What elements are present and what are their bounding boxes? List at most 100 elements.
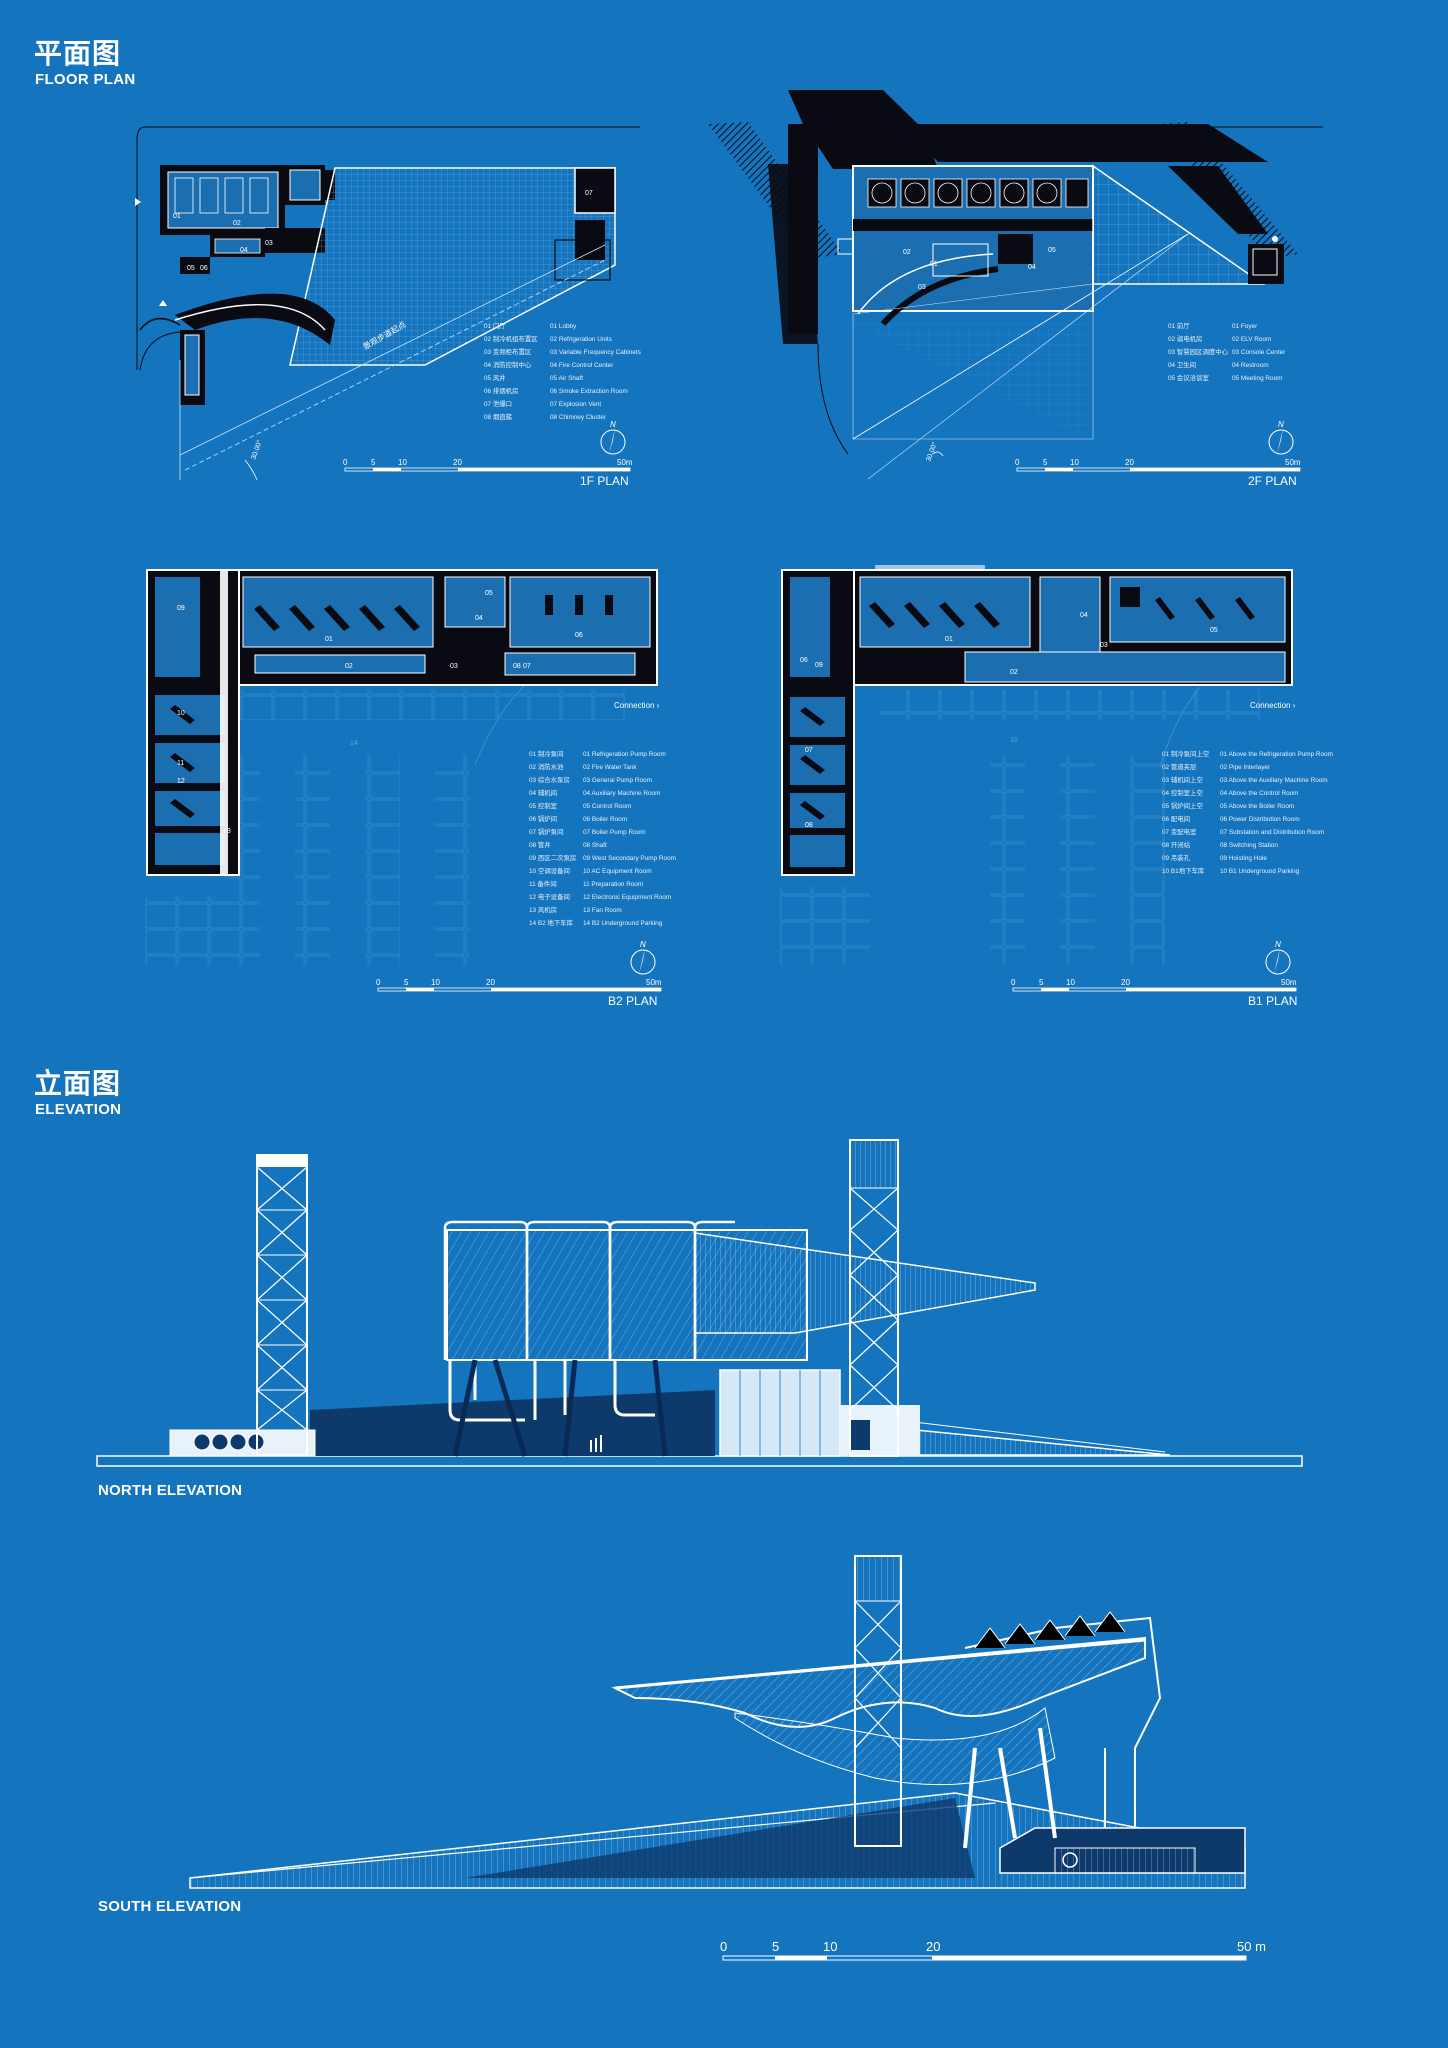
svg-text:11: 11 <box>177 760 184 767</box>
legend-item-en: 04 Auxiliary Machine Room <box>583 790 661 797</box>
legend-item-zh: 03 辅机间上空 <box>1162 777 1203 784</box>
legend-item-en: 01 Above the Refrigeration Pump Room <box>1220 751 1333 758</box>
svg-text:50 m: 50 m <box>1237 1939 1266 1954</box>
svg-text:10: 10 <box>823 1939 837 1954</box>
legend-item-zh: 03 综合水泵房 <box>529 777 570 784</box>
legend-item: 03 辅机间上空 03 Above the Auxiliary Machine R… <box>1162 774 1333 787</box>
scale-bar-b1: 0 5 10 20 50m <box>1011 978 1297 992</box>
legend-item-en: 07 Explosion Vent <box>550 401 602 408</box>
legend-item-en: 08 Shaft <box>583 842 607 849</box>
svg-text:12: 12 <box>177 778 185 785</box>
legend-item-en: 12 Electronic Equipment Room <box>583 894 672 901</box>
svg-text:20: 20 <box>1125 458 1134 467</box>
svg-text:04: 04 <box>1080 612 1088 619</box>
legend-item-zh: 01 制冷泵间上空 <box>1162 751 1210 758</box>
svg-text:5: 5 <box>1043 458 1048 467</box>
svg-text:0: 0 <box>343 458 348 467</box>
legend-item-zh: 08 烟囱簇 <box>484 414 513 421</box>
svg-text:04: 04 <box>475 615 483 622</box>
south-elevation-label: SOUTH ELEVATION <box>98 1898 242 1915</box>
plan-1f-title: 1F PLAN <box>580 474 629 488</box>
legend-item-zh: 09 西区二次泵房 <box>529 855 577 862</box>
svg-text:13: 13 <box>223 828 231 835</box>
legend-item-zh: 02 消防水池 <box>529 764 564 771</box>
legend-item-zh: 11 备件间 <box>529 881 557 888</box>
svg-text:10: 10 <box>1010 737 1018 744</box>
legend-item: 09 西区二次泵房 09 West Secondary Pump Room <box>529 852 676 865</box>
svg-text:50m: 50m <box>646 978 662 987</box>
legend-item-en: 05 Above the Boiler Room <box>1220 803 1295 810</box>
svg-text:01: 01 <box>930 261 938 268</box>
legend-item-en: 03 Console Center <box>1232 349 1286 356</box>
svg-text:03: 03 <box>1100 642 1108 649</box>
legend-item-en: 05 Control Room <box>583 803 632 810</box>
svg-text:02: 02 <box>233 220 241 227</box>
svg-text:05: 05 <box>485 590 493 597</box>
svg-text:08: 08 <box>513 663 521 670</box>
legend-item-en: 08 Chimney Cluster <box>550 414 607 421</box>
legend-item-en: 09 West Secondary Pump Room <box>583 855 676 862</box>
svg-text:10: 10 <box>398 458 407 467</box>
svg-text:04: 04 <box>1028 264 1036 271</box>
legend-item-en: 03 Above the Auxiliary Machine Room <box>1220 777 1328 784</box>
plan-b1-title: B1 PLAN <box>1248 994 1298 1008</box>
svg-text:50m: 50m <box>1285 458 1301 467</box>
svg-text:14: 14 <box>350 740 358 747</box>
svg-text:06: 06 <box>800 657 808 664</box>
legend-item-zh: 08 管井 <box>529 842 551 849</box>
svg-text:08: 08 <box>805 822 813 829</box>
north-elevation-label: NORTH ELEVATION <box>98 1482 243 1499</box>
legend-item-zh: 05 锅炉间上空 <box>1162 803 1203 810</box>
plan-b2-title: B2 PLAN <box>608 994 658 1008</box>
svg-text:5: 5 <box>404 978 409 987</box>
legend-item-en: 02 ELV Room <box>1232 336 1272 343</box>
legend-item-zh: 04 控制室上空 <box>1162 790 1203 797</box>
svg-text:20: 20 <box>926 1939 940 1954</box>
legend-item-en: 13 Fan Room <box>583 907 622 914</box>
legend-item: 08 管井 08 Shaft <box>529 839 676 852</box>
north-arrow-icon: N <box>1265 940 1291 975</box>
legend-item-zh: 12 电子设备间 <box>529 894 570 901</box>
legend-item-zh: 02 管道夹层 <box>1162 764 1197 771</box>
legend-item-en: 05 Air Shaft <box>550 375 584 382</box>
legend-item-zh: 09 吊装孔 <box>1162 855 1191 862</box>
svg-text:50m: 50m <box>1281 978 1297 987</box>
legend-item-zh: 03 变频柜布置区 <box>484 349 532 356</box>
legend-item-zh: 08 开闭站 <box>1162 842 1191 849</box>
svg-text:10: 10 <box>177 710 185 717</box>
legend-item-zh: 06 锅炉间 <box>529 816 558 823</box>
svg-text:03: 03 <box>450 663 458 670</box>
scale-bar-elevation: 0 5 10 20 50 m <box>720 1939 1266 1961</box>
legend-item: 01 制冷泵间上空 01 Above the Refrigeration Pump… <box>1162 748 1333 761</box>
legend-item: 02 管道夹层 02 Pipe Interlayer <box>1162 761 1333 774</box>
svg-text:10: 10 <box>431 978 440 987</box>
svg-text:10: 10 <box>1070 458 1079 467</box>
legend-item: 04 辅机间 04 Auxiliary Machine Room <box>529 787 676 800</box>
svg-text:03: 03 <box>918 284 926 291</box>
legend-item-zh: 06 配电间 <box>1162 816 1191 823</box>
svg-text:0: 0 <box>1011 978 1016 987</box>
legend-item-zh: 04 辅机间 <box>529 790 558 797</box>
legend-item-en: 10 AC Equipment Room <box>583 868 652 875</box>
legend-item-zh: 07 变配电室 <box>1162 829 1197 836</box>
floor-plan-title-en: FLOOR PLAN <box>35 71 136 88</box>
legend-item-zh: 13 风机房 <box>529 907 558 914</box>
legend-item-zh: 01 前厅 <box>1168 323 1190 330</box>
svg-text:06: 06 <box>200 265 208 272</box>
svg-text:5: 5 <box>772 1939 779 1954</box>
legend-item-en: 02 Pipe Interlayer <box>1220 764 1271 771</box>
